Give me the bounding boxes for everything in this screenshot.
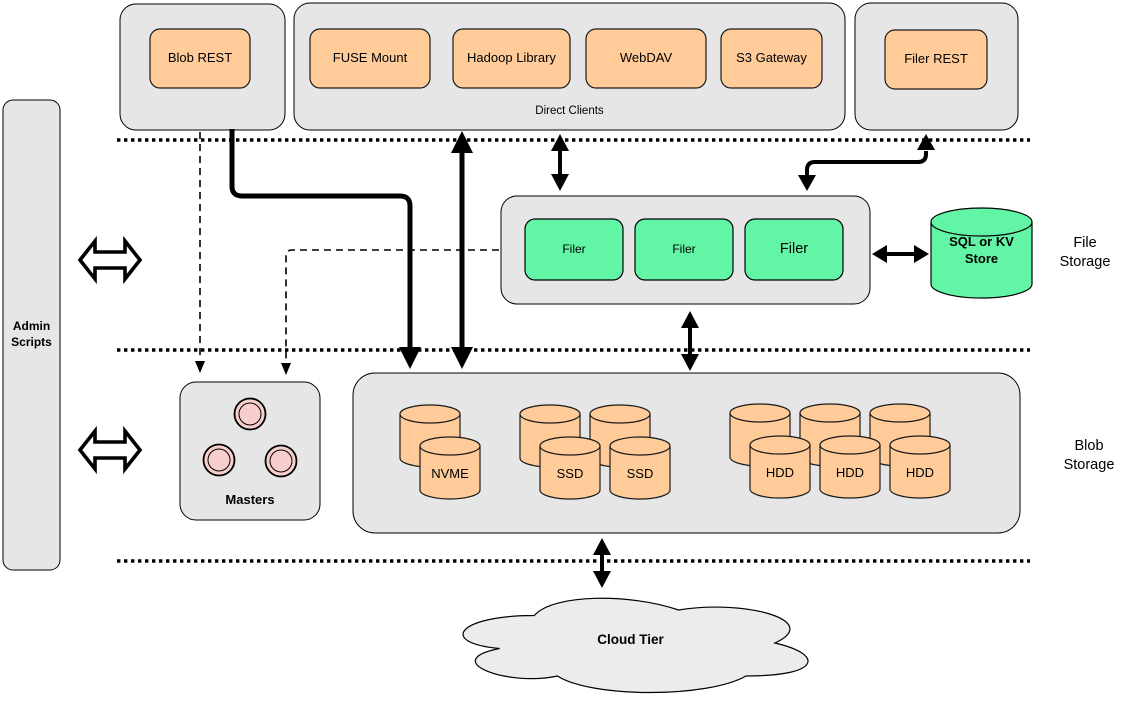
s3-gateway-node xyxy=(720,28,823,89)
filer-node-1 xyxy=(524,218,624,281)
filer-rest-to-filer-double-arrow xyxy=(798,134,935,191)
hdd-cylinder-2 xyxy=(819,445,881,499)
ssd-cylinder-1 xyxy=(539,446,601,500)
hdd-cylinder-1 xyxy=(749,445,811,499)
admin-blob-tier-double-arrow xyxy=(77,425,143,475)
filer-to-masters-dashed-arrow xyxy=(281,249,499,375)
filer-node-3 xyxy=(744,218,844,281)
ssd-cylinder-2 xyxy=(609,446,671,500)
filer-to-blob-storage-double-arrow xyxy=(681,311,699,371)
blob-rest-to-masters-dashed-arrow xyxy=(195,132,205,373)
nvme-cylinder xyxy=(419,446,481,500)
hdd-cylinder-3 xyxy=(889,445,951,499)
sql-kv-store-cylinder xyxy=(930,207,1033,299)
admin-scripts-box xyxy=(2,99,61,571)
master-node-icons xyxy=(202,397,298,478)
hadoop-library-node xyxy=(452,28,571,89)
webdav-node xyxy=(585,28,707,89)
blob-storage-to-cloud-double-arrow xyxy=(593,538,611,588)
fuse-mount-node xyxy=(309,28,431,89)
masters-box xyxy=(179,381,321,521)
cloud-tier-shape xyxy=(462,597,809,694)
blob-rest-node xyxy=(149,28,251,89)
direct-clients-to-filer-double-arrow xyxy=(551,134,569,191)
filer-rest-node xyxy=(884,29,988,90)
filer-to-sql-store-double-arrow xyxy=(872,245,929,263)
volume-cylinders xyxy=(399,403,951,500)
admin-file-tier-double-arrow xyxy=(77,235,143,285)
direct-clients-to-blob-storage-double-arrow xyxy=(451,131,473,369)
blob-rest-to-blob-storage-arrow xyxy=(229,129,421,369)
filer-node-2 xyxy=(634,218,734,281)
